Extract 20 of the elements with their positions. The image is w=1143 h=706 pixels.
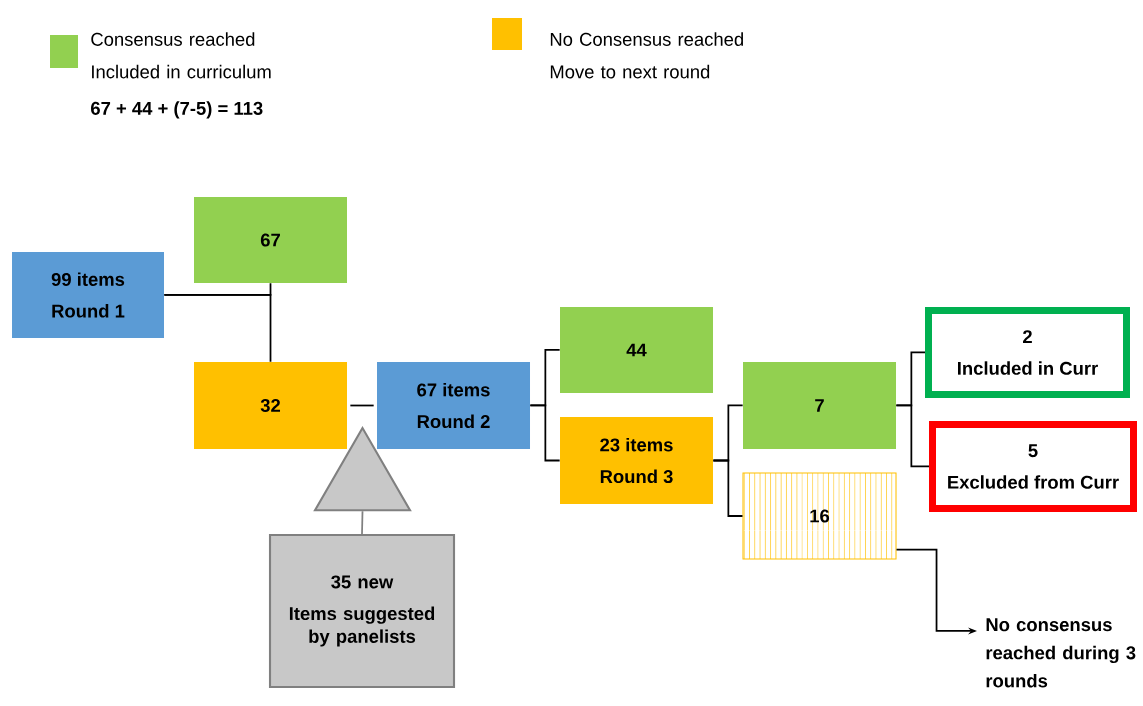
- consensus-box: 44: [560, 307, 713, 393]
- round-box: 23 items Round 3: [560, 417, 713, 504]
- round-box: 67 items Round 2: [377, 362, 530, 449]
- formula-text: 67 + 44 + (7-5) = 113: [91, 101, 263, 119]
- connector-line: [361, 510, 364, 535]
- connector-line: [712, 459, 744, 517]
- connector-line: [895, 404, 930, 468]
- connector-line: [163, 294, 272, 363]
- connector-line: [529, 404, 561, 462]
- suggestion-box: 35 new Items suggested by panelists: [268, 533, 456, 689]
- no-consensus-box: 32: [194, 362, 347, 449]
- note-text: No consensus reached during 3 rounds: [986, 618, 1136, 688]
- legend-text: No Consensus reached Move to next round: [550, 32, 743, 79]
- connector-line: [349, 404, 375, 407]
- legend-text: Consensus reached Included in curriculum: [91, 32, 271, 79]
- consensus-box: 7: [743, 362, 896, 449]
- round-box: 99 items Round 1: [12, 252, 164, 338]
- included-box: 2 Included in Curr: [925, 307, 1130, 398]
- excluded-box: 5 Excluded from Curr: [929, 421, 1137, 512]
- consensus-box: 67: [194, 197, 347, 283]
